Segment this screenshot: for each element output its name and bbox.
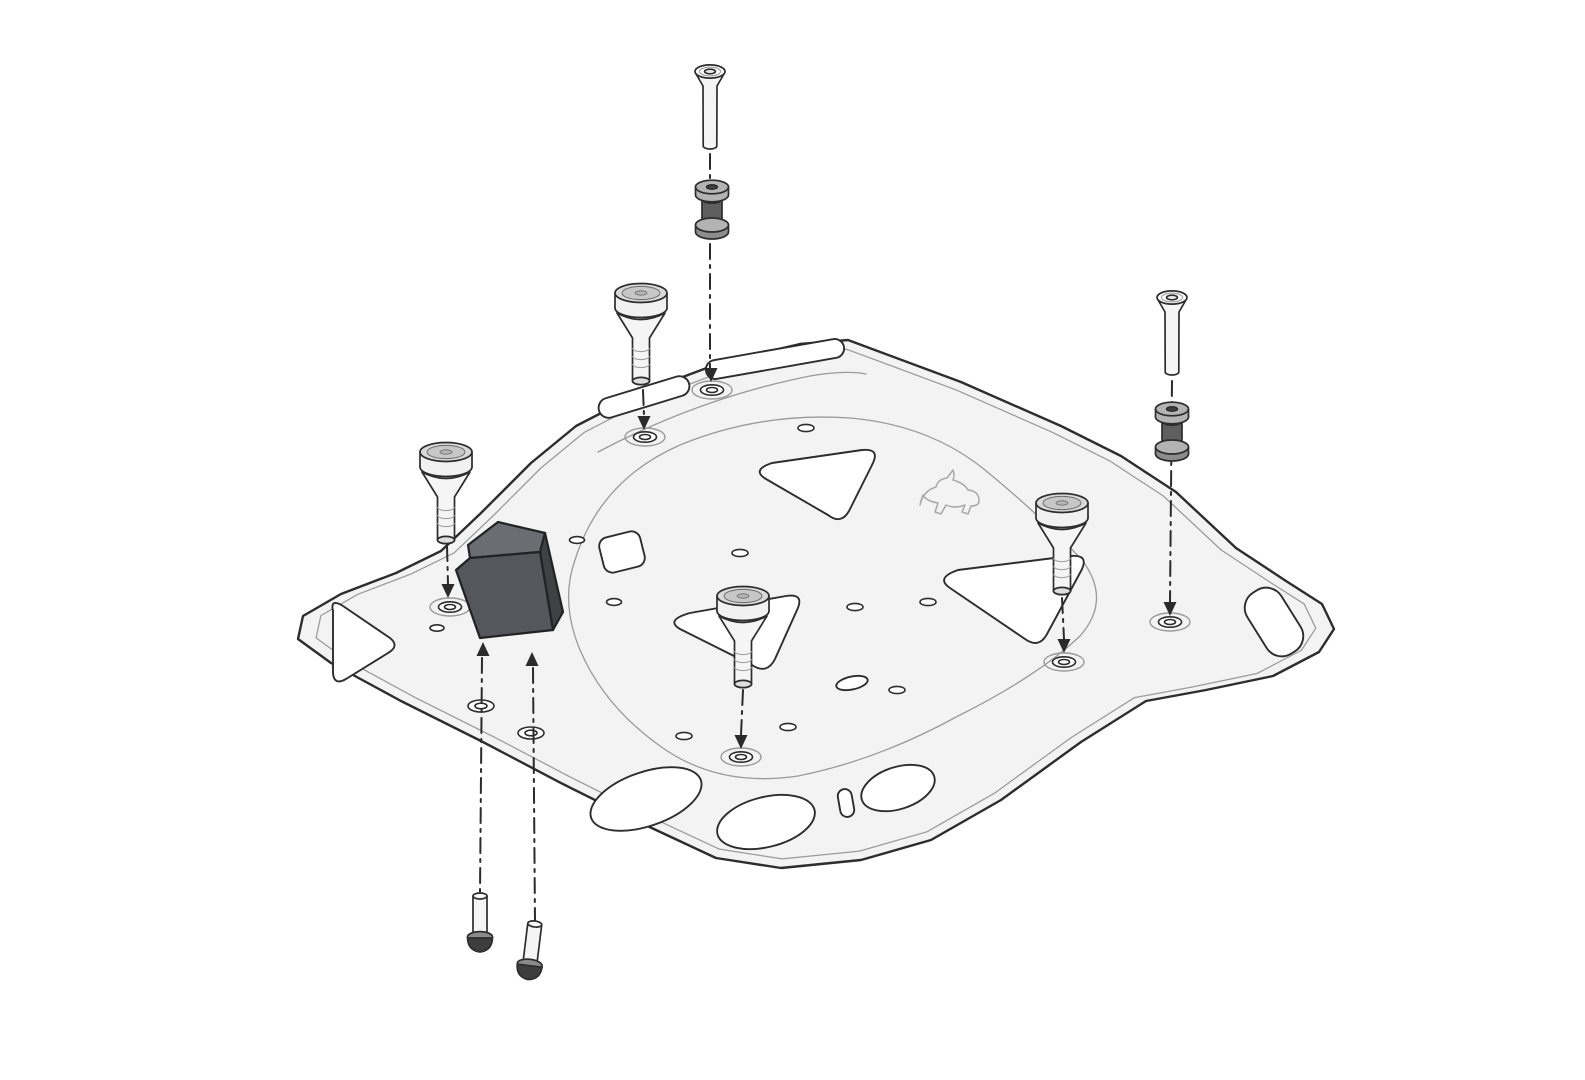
plate-hole: [429, 623, 445, 632]
rubber-adapter-pad: [454, 520, 565, 640]
leader-line: [532, 667, 536, 923]
plate-cutout: [1243, 586, 1305, 658]
pan-head-screw-left: [466, 892, 494, 953]
leader-line: [642, 389, 645, 417]
plate-hole: [605, 597, 623, 607]
plate-cutout: [716, 793, 816, 851]
plate-hole: [568, 535, 586, 545]
plate-cutout: [758, 448, 876, 521]
rubber-spacer-right: [1154, 401, 1190, 462]
plate-cutout: [860, 763, 936, 813]
plate-surface-contour-top: [597, 371, 867, 453]
plate-hole: [919, 597, 937, 607]
knob-screw-upper-left: [614, 282, 668, 386]
plate-cutout: [836, 788, 856, 818]
plate-hole: [846, 602, 864, 612]
plate-cutout: [835, 674, 869, 692]
leader-line: [479, 657, 483, 895]
leader-line: [1061, 597, 1065, 640]
plate-hole: [888, 685, 906, 695]
plate-cutout: [598, 530, 646, 574]
brand-horse-logo-icon: [919, 469, 980, 515]
leader-line: [740, 689, 744, 736]
rubber-spacer-top: [694, 179, 730, 240]
leader-line: [446, 545, 449, 585]
plate-hole: [797, 423, 815, 433]
plate-cutout: [943, 554, 1085, 644]
plate-hole: [731, 548, 749, 558]
countersunk-screw-top: [694, 64, 726, 150]
plate-surface-contour: [567, 416, 1098, 780]
countersunk-screw-right: [1156, 290, 1188, 376]
rubber-pad-front-face: [454, 550, 555, 640]
plate-cutout: [589, 766, 703, 832]
pad-mount-hole: [517, 726, 545, 740]
plate-hole: [675, 731, 693, 741]
plate-hole: [779, 722, 797, 732]
pan-head-screw-right: [514, 918, 549, 982]
plate-holes: [429, 423, 937, 741]
plate-cutout: [331, 602, 396, 683]
